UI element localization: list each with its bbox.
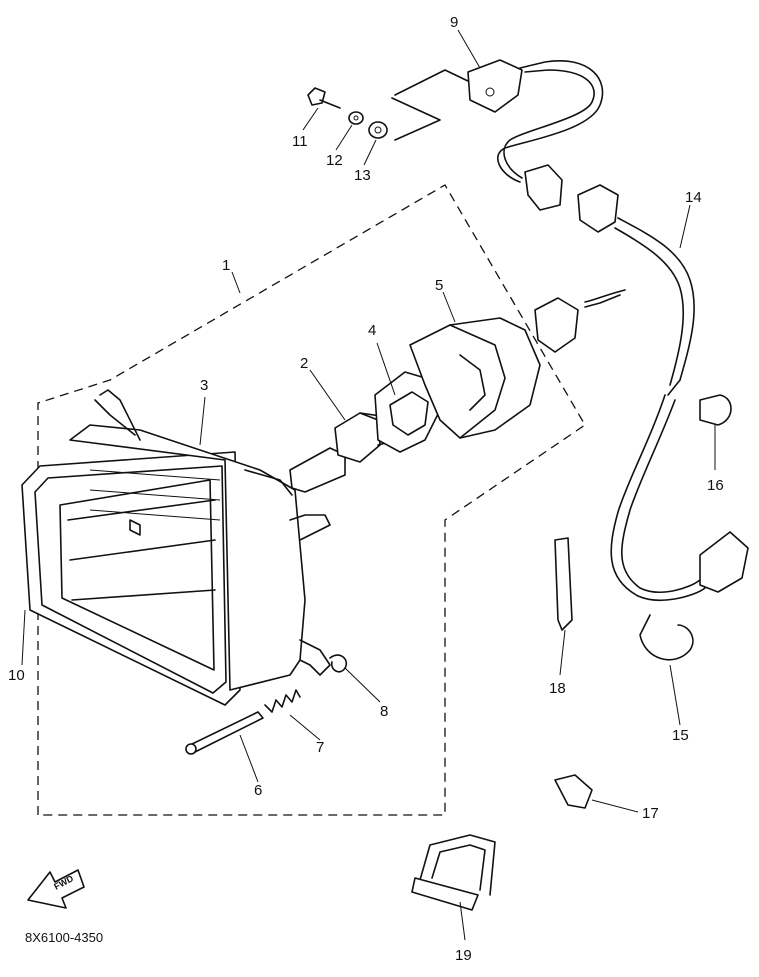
callout-5: 5 [435,277,443,294]
callout-19: 19 [455,947,472,964]
clip-19[interactable] [411,834,496,911]
clamp-16[interactable] [699,394,732,426]
callout-3: 3 [200,377,208,394]
callout-10: 10 [8,667,25,684]
washer-12[interactable] [348,111,364,125]
callout-9: 9 [450,14,458,31]
headlight-bulb[interactable] [289,412,406,493]
adjusting-screw[interactable] [185,711,264,755]
callout-4: 4 [368,322,376,339]
spring-clip[interactable] [329,654,348,673]
callout-15: 15 [672,727,689,744]
fwd-arrow-icon [27,869,85,909]
callout-1: 1 [222,257,230,274]
callout-6: 6 [254,782,262,799]
callout-12: 12 [326,152,343,169]
headlight-wire-harness[interactable] [534,184,749,601]
dimmer-switch-harness[interactable] [467,59,604,211]
wire-clamp-15[interactable] [639,614,694,661]
fastener-group-bracket [391,69,471,141]
bulb-cover[interactable] [409,317,541,439]
band-18[interactable] [554,537,573,631]
callout-8: 8 [380,703,388,720]
callout-14: 14 [685,189,702,206]
callout-17: 17 [642,805,659,822]
adjusting-spring[interactable] [264,689,301,713]
callout-16: 16 [707,477,724,494]
nut-13[interactable] [368,121,388,139]
bolt-11[interactable] [307,87,341,109]
diagram-code: 8X6100-4350 [25,930,103,945]
callout-11: 11 [292,133,308,150]
callout-7: 7 [316,739,324,756]
clamp-17[interactable] [554,774,593,809]
headlight-unit[interactable] [67,389,331,691]
assembly-boundary-dashed [37,184,586,816]
bulb-holder[interactable] [374,371,441,453]
callout-18: 18 [549,680,566,697]
headlight-rim[interactable] [21,451,241,706]
leader-lines [21,29,716,941]
callout-2: 2 [300,355,308,372]
callout-13: 13 [354,167,371,184]
